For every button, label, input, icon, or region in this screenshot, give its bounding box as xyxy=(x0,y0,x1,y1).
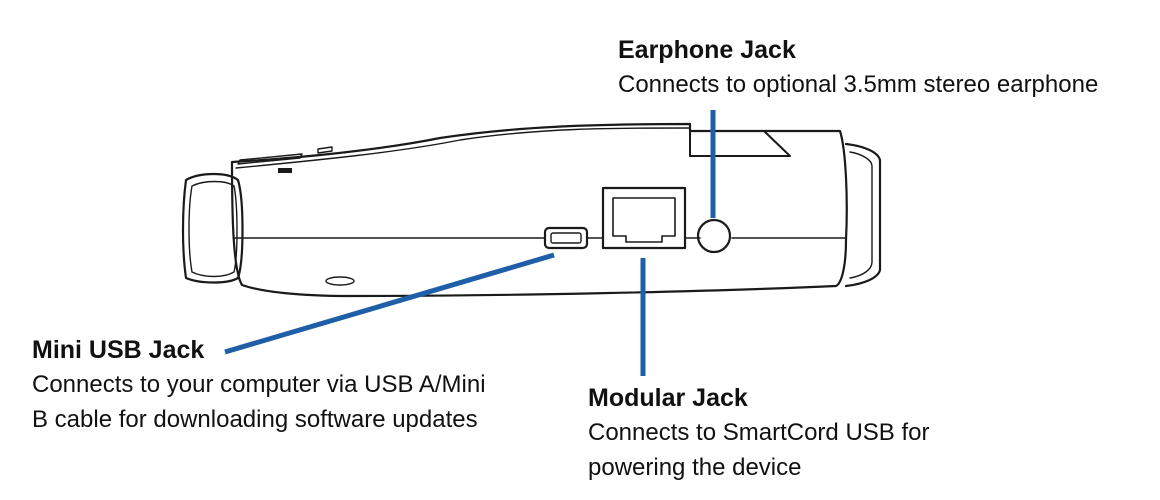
mini-usb-port-inner xyxy=(550,232,582,244)
top-clip xyxy=(689,125,791,157)
left-end-cap-inner xyxy=(188,180,238,278)
left-end-cap xyxy=(181,172,244,284)
callout-mini-usb-jack: Mini USB Jack Connects to your computer … xyxy=(32,333,552,437)
earphone-jack xyxy=(696,218,732,254)
right-housing xyxy=(844,142,882,288)
top-bump-right xyxy=(317,146,333,154)
modular-jack xyxy=(601,186,687,250)
callout-earphone-jack: Earphone Jack Connects to optional 3.5mm… xyxy=(618,33,1158,102)
top-bump-left xyxy=(237,153,303,165)
device-body xyxy=(230,122,848,298)
device-top-ridge xyxy=(235,127,691,169)
bottom-feature xyxy=(325,276,355,286)
leader-line-mini-usb xyxy=(224,252,555,355)
earphone-jack-title: Earphone Jack xyxy=(618,36,796,64)
mini-usb-port xyxy=(543,226,589,250)
modular-jack-description: Connects to SmartCord USB for powering t… xyxy=(588,419,930,481)
mini-usb-jack-description: Connects to your computer via USB A/Mini… xyxy=(32,371,486,433)
small-slot xyxy=(278,168,292,173)
modular-jack-inner xyxy=(612,197,676,243)
mini-usb-jack-title: Mini USB Jack xyxy=(32,336,205,364)
modular-jack-title: Modular Jack xyxy=(588,384,748,412)
callout-modular-jack: Modular Jack Connects to SmartCord USB f… xyxy=(588,381,1008,485)
earphone-jack-description: Connects to optional 3.5mm stereo earpho… xyxy=(618,71,1099,98)
right-housing-inner xyxy=(849,151,873,279)
